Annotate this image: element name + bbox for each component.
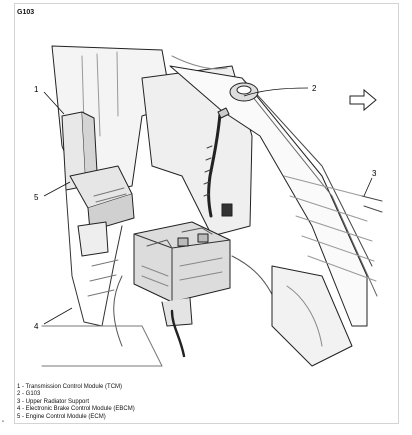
ebcm-module xyxy=(133,221,231,303)
legend-item: 3 - Upper Radiator Support xyxy=(17,398,90,405)
corner-mark: " xyxy=(2,421,5,427)
figure-title: G103 xyxy=(17,9,35,16)
ground-wire xyxy=(207,112,222,218)
module-bracket xyxy=(65,189,123,327)
legend-item: 5 - Engine Control Module (ECM) xyxy=(17,413,106,420)
legend-item: 2 - G103 xyxy=(17,391,41,398)
engine-bay-illustration: 1 2 3 4 5 xyxy=(34,45,383,367)
legend-item: 4 - Electronic Brake Control Module (EBC… xyxy=(17,406,135,413)
callout-2: 2 xyxy=(312,84,317,93)
callout-3: 3 xyxy=(372,169,377,178)
callout-4: 4 xyxy=(34,322,39,331)
forward-arrow-icon xyxy=(349,88,377,112)
figure-legend: 1 - Transmission Control Module (TCM) 2 … xyxy=(17,384,135,421)
callout-5: 5 xyxy=(34,193,39,202)
callout-1: 1 xyxy=(34,85,39,94)
legend-item: 1 - Transmission Control Module (TCM) xyxy=(17,384,123,390)
upper-radiator-support xyxy=(169,65,368,327)
brake-line xyxy=(170,309,186,358)
